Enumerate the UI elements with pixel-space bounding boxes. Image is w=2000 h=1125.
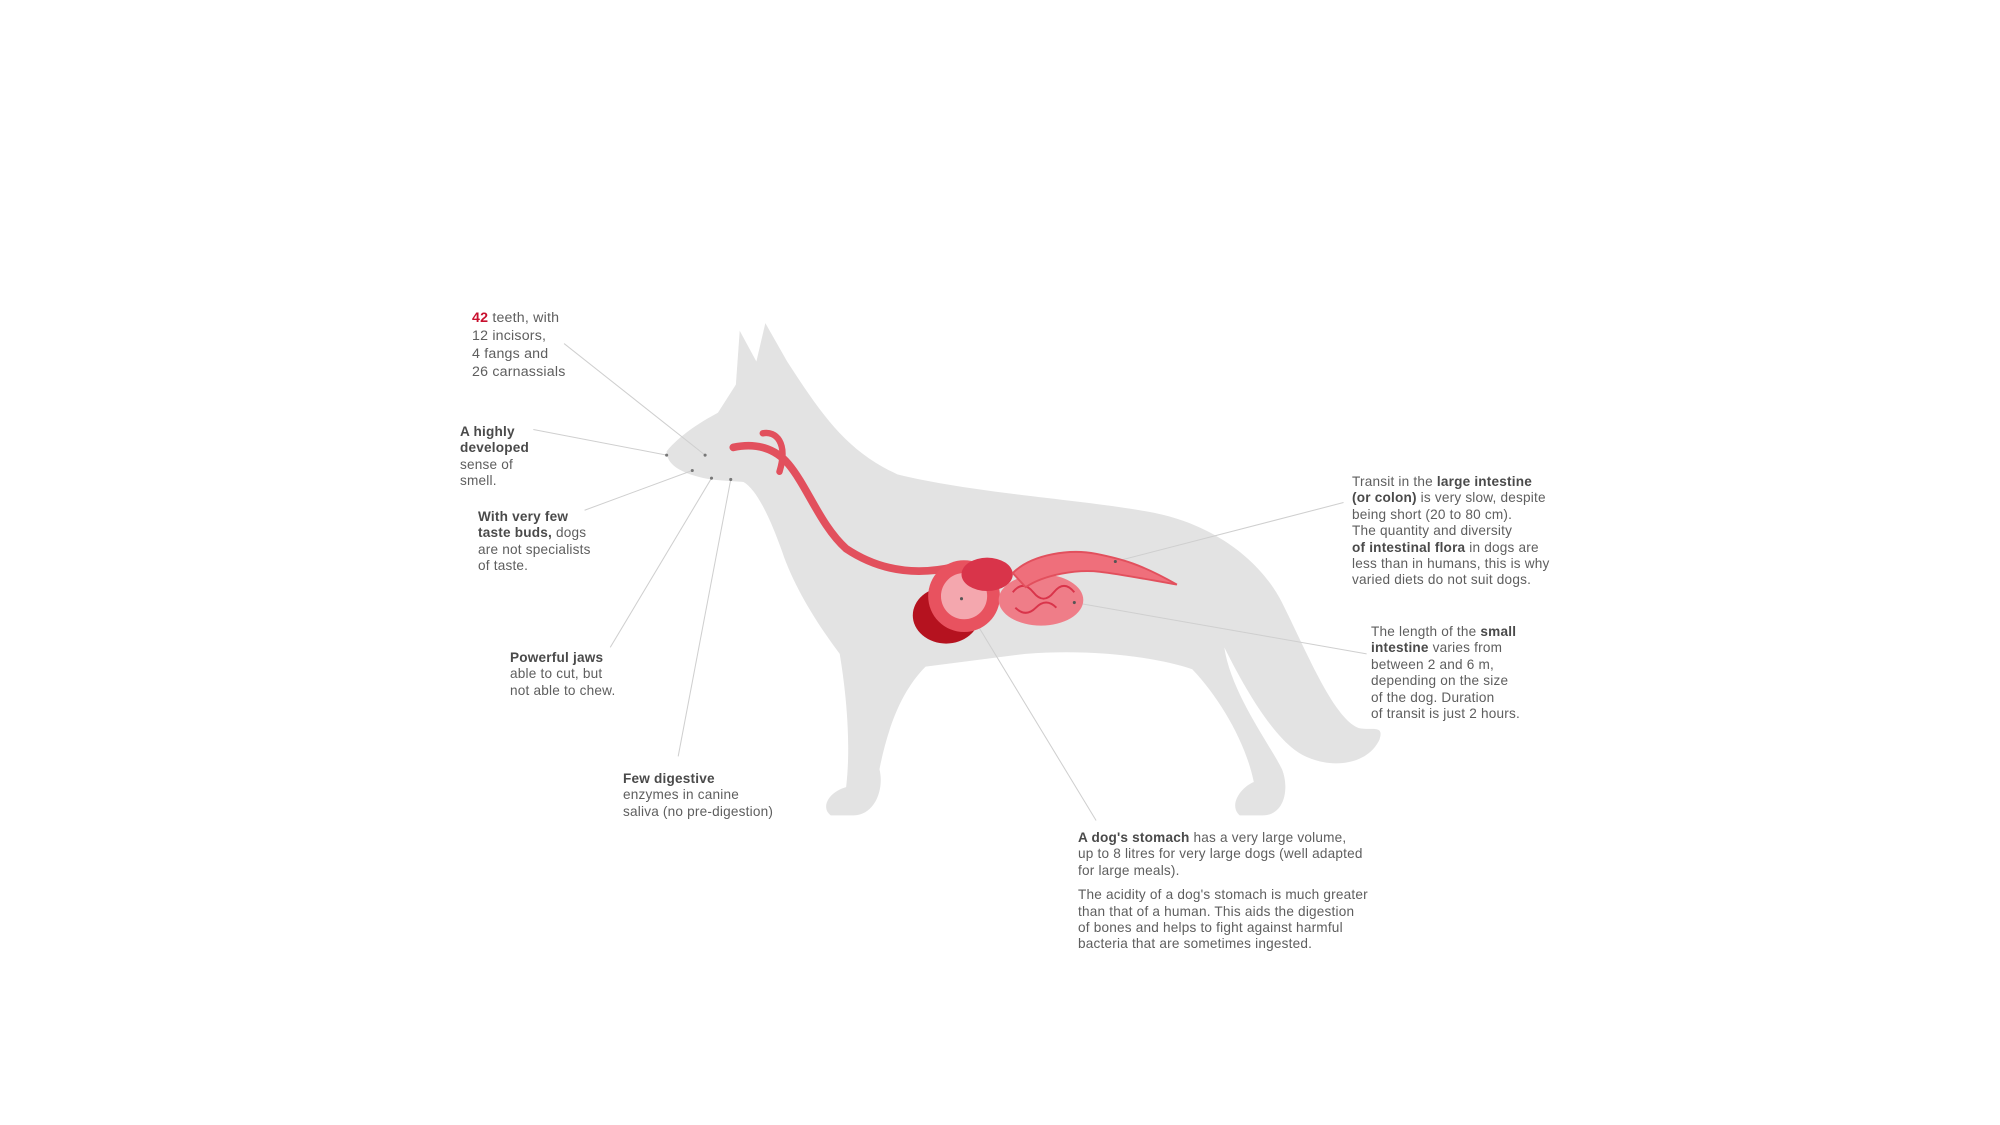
colon-line: varied diets do not suit dogs.	[1352, 572, 1532, 588]
colon-bold: large intestine	[1436, 474, 1533, 489]
teeth-line: teeth, with	[488, 310, 560, 326]
taste-bold: taste buds,	[478, 525, 552, 541]
esophagus	[729, 441, 959, 575]
colon-line: The quantity and diversity	[1352, 523, 1513, 539]
stomach-line: than that of a human. This aids the dige…	[1078, 903, 1355, 919]
smell-line: smell.	[460, 473, 497, 489]
mouth-branch	[759, 429, 786, 475]
teeth-count: 42	[472, 310, 489, 326]
small-intestine-line: of transit is just 2 hours.	[1371, 706, 1520, 722]
enzymes-line: enzymes in canine	[623, 787, 739, 803]
smell-bold: A highly	[460, 424, 515, 439]
stomach-paragraph-1: A dog's stomach has a very large volume,…	[1078, 830, 1368, 879]
jaws-line: able to cut, but	[510, 666, 603, 682]
taste-line: dogs	[551, 525, 587, 541]
small-intestine-line: between 2 and 6 m,	[1371, 656, 1495, 672]
callout-small-intestine: The length of the small intestine varies…	[1371, 624, 1520, 722]
callout-jaws: Powerful jaws able to cut, but not able …	[510, 650, 615, 699]
smell-bold: developed	[460, 440, 530, 456]
liver	[961, 557, 1013, 592]
teeth-line: 4 fangs and	[472, 346, 549, 362]
small-intestine	[998, 574, 1084, 626]
colon-line: being short (20 to 80 cm).	[1352, 506, 1513, 522]
pointer-dots	[665, 453, 733, 482]
stomach-paragraph-2: The acidity of a dog's stomach is much g…	[1078, 887, 1368, 953]
callout-enzymes: Few digestive enzymes in canine saliva (…	[623, 771, 773, 820]
small-intestine-line: depending on the size	[1371, 673, 1509, 689]
taste-bold: With very few	[478, 509, 569, 524]
stomach-bold: A dog's stomach	[1078, 830, 1190, 845]
small-intestine-line: of the dog. Duration	[1371, 689, 1495, 705]
small-intestine-line: The length of the	[1371, 624, 1481, 639]
large-intestine	[1011, 551, 1178, 589]
taste-line: are not specialists	[478, 541, 591, 557]
stomach-line: bacteria that are sometimes ingested.	[1078, 936, 1313, 952]
stomach-line: The acidity of a dog's stomach is much g…	[1078, 887, 1368, 903]
colon-line: in dogs are	[1465, 539, 1539, 555]
teeth-line: 12 incisors,	[472, 328, 547, 344]
stomach-line: has a very large volume,	[1189, 830, 1347, 845]
small-intestine-bold: intestine	[1371, 640, 1429, 656]
callout-stomach: A dog's stomach has a very large volume,…	[1078, 830, 1368, 953]
colon-bold: of intestinal flora	[1352, 539, 1466, 555]
smell-line: sense of	[460, 456, 513, 472]
jaws-bold: Powerful jaws	[510, 650, 604, 665]
digestive-tract	[729, 429, 1178, 644]
taste-line: of taste.	[478, 558, 529, 574]
enzymes-bold: Few digestive	[623, 771, 715, 786]
stomach-line: up to 8 litres for very large dogs (well…	[1078, 846, 1363, 862]
small-intestine-bold: small	[1480, 624, 1517, 639]
callout-taste: With very few taste buds, dogs are not s…	[478, 509, 591, 575]
enzymes-line: saliva (no pre-digestion)	[623, 803, 774, 819]
stomach-line: for large meals).	[1078, 862, 1180, 878]
callout-smell: A highly developed sense of smell.	[460, 424, 529, 490]
colon-line: less than in humans, this is why	[1352, 556, 1550, 572]
small-intestine-line: varies from	[1428, 640, 1503, 656]
teeth-line: 26 carnassials	[472, 364, 566, 380]
jaws-line: not able to chew.	[510, 682, 616, 698]
colon-bold: (or colon)	[1352, 490, 1417, 506]
callout-teeth: 42 teeth, with 12 incisors, 4 fangs and …	[472, 309, 566, 381]
stomach-line: of bones and helps to fight against harm…	[1078, 920, 1343, 936]
leader-lines	[533, 343, 1367, 821]
colon-line: is very slow, despite	[1416, 490, 1546, 506]
colon-line: Transit in the	[1352, 474, 1437, 489]
callout-large-intestine: Transit in the large intestine (or colon…	[1352, 474, 1550, 589]
